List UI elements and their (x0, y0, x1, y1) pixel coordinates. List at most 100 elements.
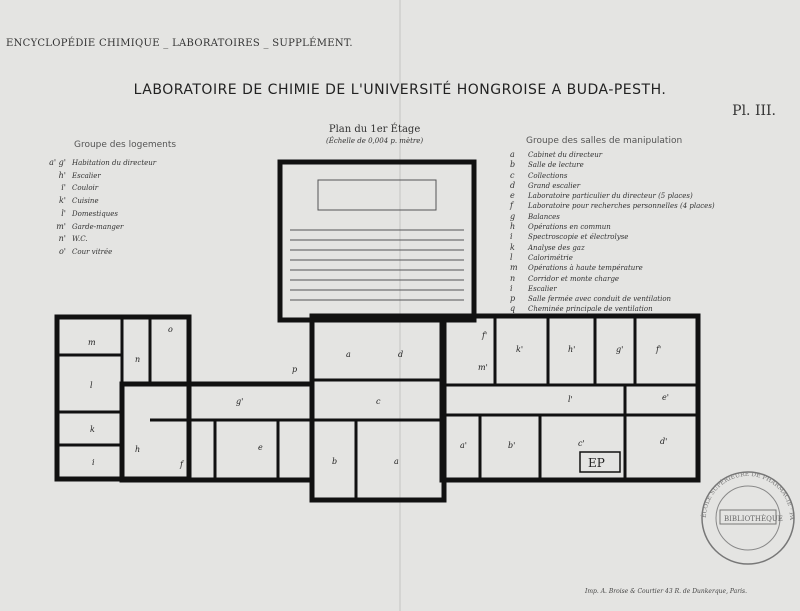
legend-text: Grand escalier (528, 181, 581, 190)
plate-title: LABORATOIRE DE CHIMIE DE L'UNIVERSITÉ HO… (133, 82, 667, 98)
room-label: i (92, 458, 95, 467)
legend-key: l' (61, 208, 66, 218)
room-label: d (398, 350, 403, 359)
legend-item: b Salle de lecture (510, 160, 715, 170)
legend-key: h' (58, 170, 66, 180)
room-label: c (376, 397, 381, 406)
room-label: k' (516, 345, 523, 354)
amphitheatre-seating (290, 179, 464, 301)
legend-key: h (510, 222, 516, 232)
room-label: a (346, 350, 351, 359)
legend-key: i (510, 283, 513, 293)
room-label: h (135, 445, 140, 454)
legend-item: h' Escalier (44, 170, 176, 183)
legend-key: d (510, 180, 516, 190)
legend-item: i Spectroscopie et électrolyse (510, 232, 715, 242)
legend-text: Cheminée principale de ventilation (528, 305, 653, 314)
printer-credit: Imp. A. Broise & Courtier 43 R. de Dunke… (585, 588, 748, 595)
room-label: f' (481, 331, 487, 340)
room-label: f (179, 460, 185, 469)
plan-title: Plan du 1er Étage (328, 124, 421, 135)
legend-key: k (510, 242, 515, 252)
legend-text: Spectroscopie et électrolyse (528, 233, 629, 242)
legend-text: Couloir (72, 184, 99, 193)
legend-text: Analyse des gaz (528, 243, 585, 252)
legend-key: c (510, 170, 515, 180)
plate-number: Pl. III. (732, 103, 776, 119)
legend-item: p Salle fermée avec conduit de ventilatio… (510, 294, 715, 304)
room-label: g' (236, 397, 243, 406)
legend-key: a' g' (49, 158, 66, 167)
legend-item: g Balances (510, 212, 715, 222)
legend-manipulation: Groupe des salles de manipulation a Cabin… (510, 136, 715, 315)
legend-text: Balances (528, 212, 560, 221)
room-label: b (332, 457, 337, 466)
room-label: f' (655, 345, 661, 354)
ep-monogram-text: EP (588, 456, 605, 470)
legend-text: Collections (528, 171, 568, 180)
ep-monogram (579, 451, 621, 473)
plan-scale: (Échelle de 0,004 p. mètre) (326, 137, 424, 145)
room-label: e' (662, 393, 669, 402)
legend-title: Groupe des salles de manipulation (526, 136, 683, 146)
room-label: m (88, 338, 96, 347)
series-header: ENCYCLOPÉDIE CHIMIQUE _ LABORATOIRES _ S… (6, 38, 353, 49)
legend-item: l'Domestiques (44, 208, 176, 221)
plan-caption: Plan du 1er Étage (Échelle de 0,004 p. m… (326, 124, 423, 147)
room-label: g' (616, 345, 623, 354)
legend-key: p (510, 294, 516, 304)
legend-key: i (510, 232, 513, 242)
legend-key: b (510, 160, 516, 170)
room-label: e (258, 443, 263, 452)
legend-item: k Analyse des gaz (510, 243, 715, 253)
room-label: p (292, 365, 297, 374)
legend-key: m (510, 263, 518, 273)
room-label: n (135, 355, 140, 364)
amphitheatre-wall (277, 159, 477, 323)
legend-key: g (510, 211, 516, 221)
legend-text: Corridor et monte charge (528, 274, 620, 283)
legend-text: W.C. (72, 235, 88, 244)
legend-key: o' (58, 246, 66, 256)
room-label: d' (660, 437, 667, 446)
legend-key: m' (56, 221, 66, 231)
legend-text: Cabinet du directeur (528, 151, 603, 159)
legend-item: m' Garde-manger (44, 221, 176, 234)
legend-text: Laboratoire pour recherches personnelles… (528, 202, 715, 211)
legend-item: o'Cour vitrée (44, 246, 176, 259)
room-label: c' (578, 439, 585, 448)
page-fold (399, 0, 401, 611)
legend-logements: Groupe des logements a' g'Habitation du … (44, 140, 176, 259)
room-label: l' (568, 395, 573, 404)
legend-key: l (510, 252, 513, 262)
legend-text: Salle de lecture (528, 161, 584, 170)
room-label: o (168, 325, 173, 334)
left-connector-wall (119, 381, 315, 483)
legend-text: Garde-manger (72, 222, 124, 231)
legend-text: Habitation du directeur (72, 159, 157, 167)
room-label: a' (460, 441, 467, 450)
legend-item: k'Cuisine (44, 195, 176, 208)
legend-text: Salle fermée avec conduit de ventilation (528, 295, 672, 304)
stamp-center-text: BIBLIOTHÈQUE (724, 514, 783, 523)
room-label: k (90, 425, 95, 434)
room-label: m' (478, 363, 488, 372)
room-label: b' (508, 441, 515, 450)
room-label: h' (568, 345, 575, 354)
legend-key: q (510, 304, 516, 314)
legend-item: c Collections (510, 171, 715, 181)
legend-item: q Cheminée principale de ventilation (510, 304, 715, 314)
legend-text: Escalier (72, 171, 101, 180)
legend-key: a (510, 150, 515, 159)
central-block-wall (309, 313, 447, 503)
legend-key: n' (58, 234, 66, 244)
legend-text: Cuisine (72, 197, 99, 206)
